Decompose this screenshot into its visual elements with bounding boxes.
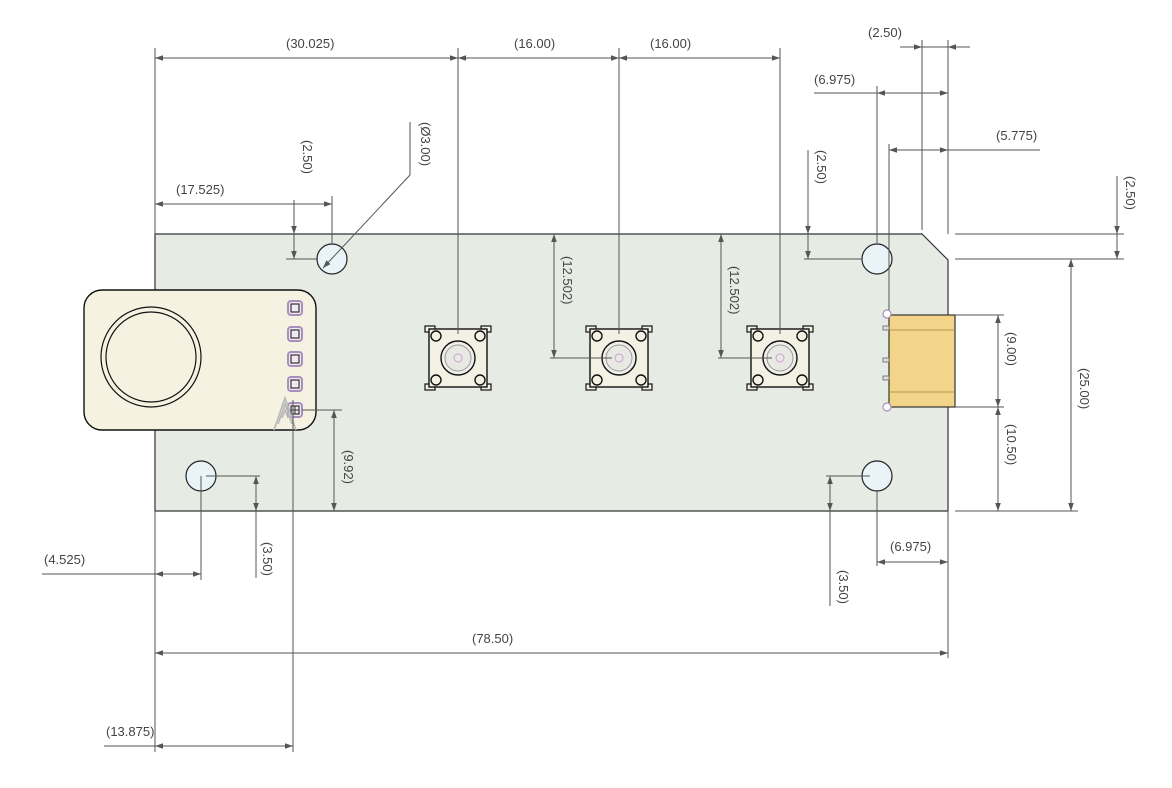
dim-4-525: (4.525)	[44, 552, 85, 567]
header-pin	[287, 376, 303, 392]
dim-16-00-a: (16.00)	[514, 36, 555, 51]
dimension-labels: (30.025) (16.00) (16.00) (2.50) (6.975) …	[44, 25, 1138, 739]
dim-5-775: (5.775)	[996, 128, 1037, 143]
dim-9-00: (9.00)	[1004, 332, 1019, 366]
side-connector	[882, 309, 956, 412]
dim-3-50-left: (3.50)	[260, 542, 275, 576]
round-jack-component	[83, 289, 317, 431]
dim-3-50-right: (3.50)	[836, 570, 851, 604]
dim-phi-3-00: (Ø3.00)	[418, 122, 433, 166]
header-pins	[287, 300, 303, 418]
dim-2-50-far-right: (2.50)	[1123, 176, 1138, 210]
header-pin	[287, 351, 303, 367]
dim-6-975-top: (6.975)	[814, 72, 855, 87]
dim-13-875: (13.875)	[106, 724, 154, 739]
board-logo	[273, 395, 297, 431]
dim-78-50: (78.50)	[472, 631, 513, 646]
tactile-buttons	[424, 325, 814, 391]
dim-2-50-left: (2.50)	[300, 140, 315, 174]
dim-12-502-b: (12.502)	[727, 266, 742, 314]
dim-17-525: (17.525)	[176, 182, 224, 197]
dim-25-00: (25.00)	[1077, 368, 1092, 409]
dim-10-50: (10.50)	[1004, 424, 1019, 465]
dim-2-50-top-right: (2.50)	[868, 25, 902, 40]
dimension-lines	[42, 40, 1124, 752]
mounting-hole-top-right	[861, 243, 893, 275]
tactile-button	[746, 325, 814, 391]
dim-6-975-bottom: (6.975)	[890, 539, 931, 554]
dim-30-025: (30.025)	[286, 36, 334, 51]
dim-2-50-mid-right: (2.50)	[814, 150, 829, 184]
tactile-button	[585, 325, 653, 391]
header-pin	[287, 300, 303, 316]
dim-16-00-b: (16.00)	[650, 36, 691, 51]
header-pin	[287, 326, 303, 342]
tactile-button	[424, 325, 492, 391]
dim-12-502-a: (12.502)	[560, 256, 575, 304]
dim-9-92: (9.92)	[341, 450, 356, 484]
